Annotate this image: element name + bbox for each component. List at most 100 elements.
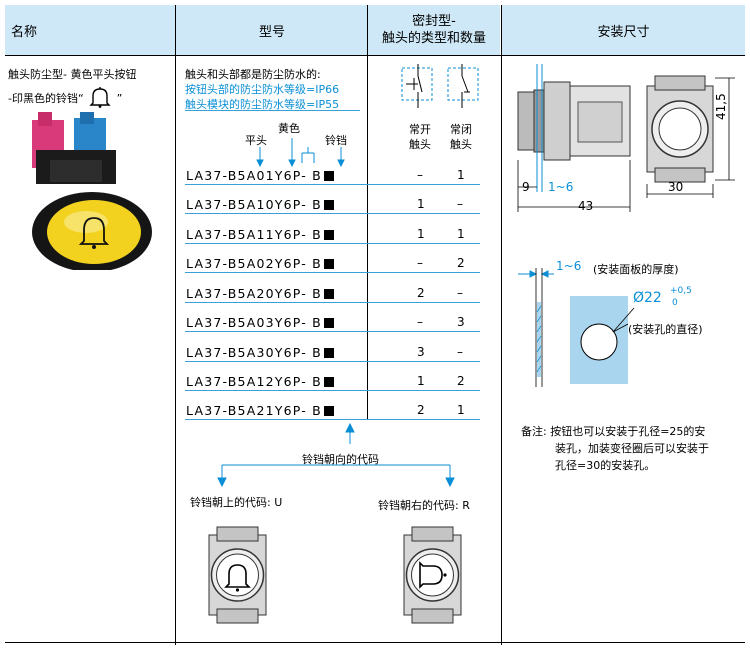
header-install: 安装尺寸 [502, 5, 745, 55]
dim-41-5: 41,5 [714, 93, 728, 120]
product-subtitle-b: ” [116, 92, 123, 105]
table-row: LA37-B5A03Y6P- B [186, 315, 334, 330]
header-seal-line1: 密封型- [412, 14, 456, 29]
placeholder-square [323, 289, 334, 299]
table-row: LA37-B5A01Y6P- B [186, 168, 334, 183]
table-row: LA37-B5A10Y6P- B [186, 197, 334, 212]
no-contact-line1: 常开 [409, 123, 431, 136]
column-divider [175, 5, 176, 645]
nc-contact-line1: 常闭 [450, 123, 472, 136]
label-bell: 铃铛 [325, 134, 347, 147]
hole-tol-plus: +0,5 [670, 286, 692, 296]
column-divider [501, 5, 502, 645]
nc-count: 1 [457, 403, 465, 417]
placeholder-square [323, 318, 334, 328]
remark-line1: 备注: 按钮也可以安装于孔径=25的安 [521, 425, 706, 438]
no-count: 3 [417, 345, 425, 359]
nc-count: 1 [457, 227, 465, 241]
header-install-label: 安装尺寸 [597, 24, 650, 40]
side-view-drawing [517, 64, 631, 212]
table-row: LA37-B5A30Y6P- B [186, 345, 334, 360]
column-divider [367, 5, 368, 420]
model-code: LA37-B5A01Y6P- B [186, 168, 322, 183]
no-count: 2 [417, 403, 425, 417]
header-name: 名称 [5, 5, 179, 55]
row-divider [185, 243, 480, 244]
bell-code-up: 铃铛朝上的代码: U [190, 496, 283, 509]
row-divider [185, 390, 480, 391]
placeholder-square [323, 200, 334, 210]
no-count: – [417, 315, 423, 329]
panel-thickness-label: (安装面板的厚度) [593, 263, 679, 276]
header-seal: 密封型- 触头的类型和数量 [368, 5, 500, 55]
bell-up-drawing [208, 526, 267, 624]
note-ip66: 按钮头部的防尘防水等级=IP66 [185, 83, 340, 96]
table-row: LA37-B5A12Y6P- B [186, 374, 334, 389]
no-contact-line2: 触头 [409, 138, 431, 151]
header-seal-line2: 触头的类型和数量 [381, 31, 486, 46]
contact-symbol [401, 64, 479, 108]
panel-thickness-dim: 1~6 [556, 259, 582, 273]
row-divider [185, 213, 480, 214]
bell-right-drawing [403, 526, 462, 624]
no-contact-header: 常开 触头 [409, 122, 431, 152]
dim-9: 9 [522, 180, 530, 194]
table-row: LA37-B5A20Y6P- B [186, 286, 334, 301]
row-divider [185, 361, 480, 362]
nc-count: – [457, 197, 463, 211]
note-underline [185, 110, 360, 111]
product-subtitle: -印黑色的铃铛“ ” [8, 86, 122, 108]
bell-code-arrows [217, 422, 455, 488]
placeholder-square [323, 377, 334, 387]
hole-label: (安装孔的直径) [628, 323, 703, 336]
no-count: – [417, 168, 423, 182]
no-count: 1 [417, 374, 425, 388]
nc-count: 3 [457, 315, 465, 329]
model-code: LA37-B5A03Y6P- B [186, 315, 322, 330]
dim-1-6: 1~6 [548, 180, 574, 194]
dim-30: 30 [668, 180, 684, 194]
header-name-label: 名称 [11, 24, 38, 40]
product-subtitle-a: -印黑色的铃铛“ [8, 92, 84, 105]
bell-code-title: 铃铛朝向的代码 [302, 453, 379, 466]
hole-tol-zero: 0 [672, 298, 678, 308]
note-dustproof: 触头和头部都是防尘防水的: [185, 68, 321, 81]
placeholder-square [323, 406, 334, 416]
header-divider [5, 55, 745, 56]
model-code: LA37-B5A12Y6P- B [186, 374, 322, 389]
front-view-drawing [646, 75, 735, 198]
row-divider [185, 272, 480, 273]
model-code: LA37-B5A10Y6P- B [186, 197, 322, 212]
dim-43: 43 [578, 199, 594, 213]
header-model-label: 型号 [258, 24, 285, 40]
nc-count: 2 [457, 256, 465, 270]
nc-contact-line2: 触头 [450, 138, 472, 151]
header-model: 型号 [177, 5, 367, 55]
table-row: LA37-B5A02Y6P- B [186, 256, 334, 271]
table-row: LA37-B5A21Y6P- B [186, 403, 334, 418]
nc-contact-header: 常闭 触头 [450, 122, 472, 152]
nc-count: 1 [457, 168, 465, 182]
no-count: 2 [417, 286, 425, 300]
no-count: – [417, 256, 423, 270]
bell-icon [89, 87, 111, 108]
remark-line3: 孔径=30的安装孔。 [555, 459, 656, 472]
model-code: LA37-B5A21Y6P- B [186, 403, 322, 418]
placeholder-square [323, 230, 334, 240]
placeholder-square [323, 171, 334, 181]
code-pointer-arrows [256, 138, 345, 168]
table-row: LA37-B5A11Y6P- B [186, 227, 334, 242]
model-code: LA37-B5A11Y6P- B [186, 227, 322, 242]
nc-count: – [457, 345, 463, 359]
hole-dia: Ø22 [633, 290, 662, 306]
row-divider [185, 419, 480, 420]
note-ip55: 触头模块的防尘防水等级=IP55 [185, 98, 340, 111]
model-code: LA37-B5A02Y6P- B [186, 256, 322, 271]
bell-code-right: 铃铛朝右的代码: R [378, 499, 470, 512]
product-photo [32, 112, 152, 270]
row-divider [185, 184, 480, 185]
model-code: LA37-B5A20Y6P- B [186, 286, 322, 301]
product-title: 触头防尘型- 黄色平头按钮 [8, 68, 137, 81]
no-count: 1 [417, 227, 425, 241]
nc-count: – [457, 286, 463, 300]
